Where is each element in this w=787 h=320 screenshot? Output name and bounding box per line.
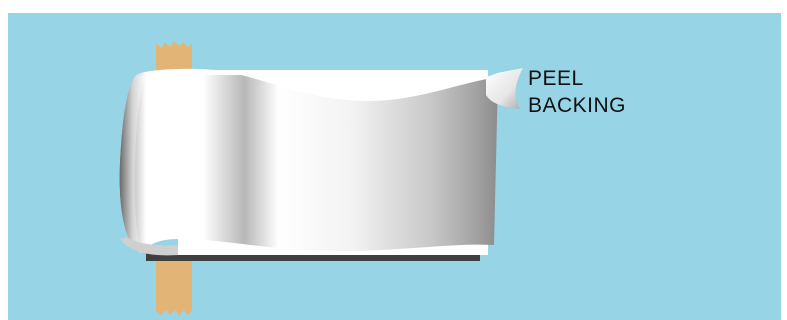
peel-backing-illustration bbox=[8, 13, 781, 320]
illustration-panel: PEEL BACKING bbox=[8, 13, 781, 320]
top-edge bbox=[188, 70, 488, 75]
label-line-2: BACKING bbox=[528, 92, 626, 119]
label-line-1: PEEL bbox=[528, 65, 626, 92]
peel-backing-label: PEEL BACKING bbox=[528, 65, 626, 119]
peeling-sheet bbox=[120, 69, 498, 253]
